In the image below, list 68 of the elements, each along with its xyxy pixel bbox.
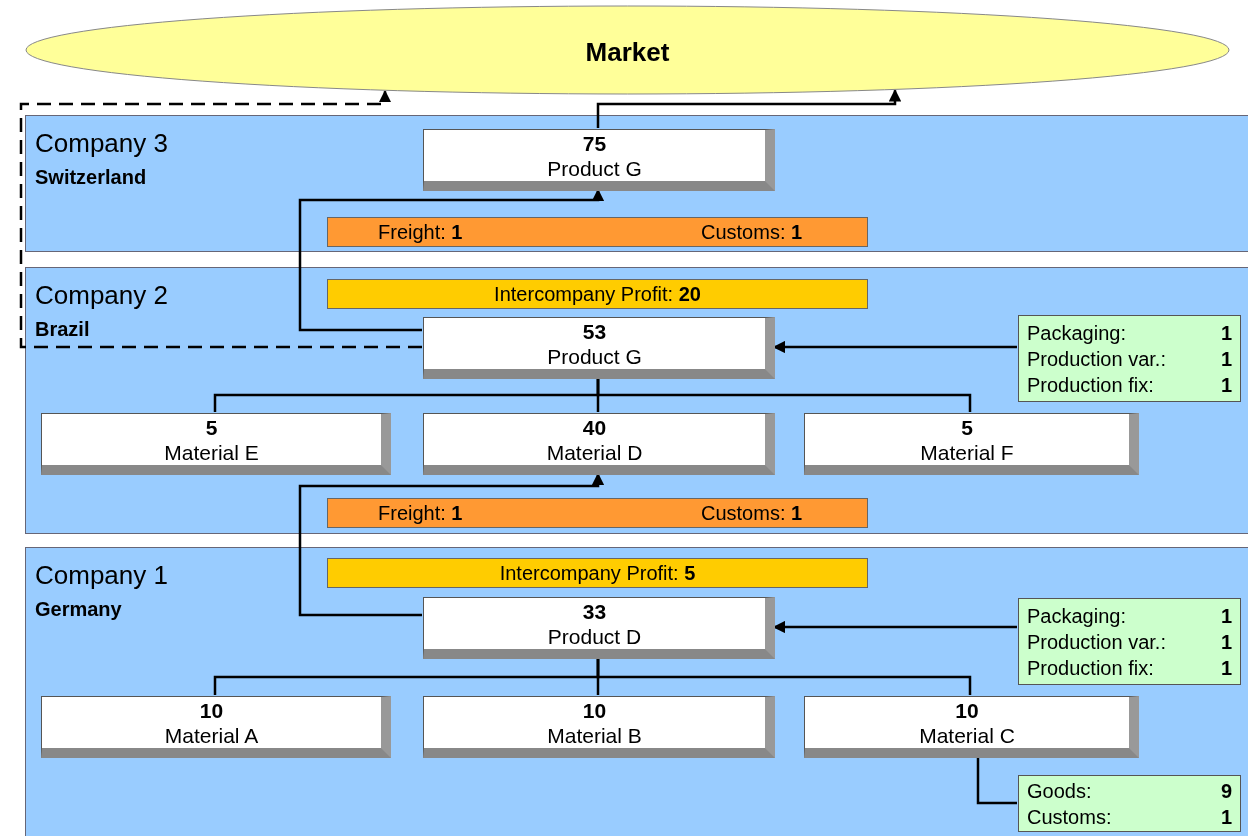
- quantity-value: 53: [582, 318, 607, 344]
- bar-text: Freight: 1: [378, 220, 464, 244]
- cost-box: [1018, 775, 1241, 832]
- company-name: Company 2: [35, 280, 168, 311]
- arrow: [596, 89, 902, 128]
- arrow: [772, 340, 1017, 354]
- arrow: [772, 620, 1017, 634]
- item-name: Material B: [547, 722, 642, 748]
- cost-line: Production var.: 1: [1027, 629, 1232, 655]
- quantity-value: 75: [582, 130, 607, 156]
- cost-line: Customs: 1: [1027, 804, 1232, 830]
- arrow: [298, 188, 605, 332]
- bar-text: Intercompany Profit: 5: [499, 561, 696, 585]
- country-name: Brazil: [35, 318, 90, 341]
- item-box: [423, 317, 775, 379]
- item-name: Material A: [164, 722, 259, 748]
- item-box: [423, 696, 775, 758]
- dashed-arrow: [19, 89, 422, 349]
- item-name: Product G: [547, 343, 642, 369]
- company-name: Company 3: [35, 128, 168, 159]
- country-name: Germany: [35, 598, 122, 621]
- freight-customs-bar: [327, 217, 868, 247]
- market-label: Market: [584, 37, 671, 68]
- connector-line: [976, 757, 1017, 805]
- arrow: [298, 472, 605, 617]
- bar-text: Freight: 1: [378, 501, 464, 525]
- company-name: Company 1: [35, 560, 168, 591]
- item-box: [804, 696, 1139, 758]
- item-name: Product D: [547, 623, 642, 649]
- item-name: Material E: [164, 439, 259, 465]
- item-box: [423, 597, 775, 659]
- company-band: [25, 267, 1248, 534]
- quantity-value: 5: [205, 414, 218, 440]
- quantity-value: 10: [955, 697, 979, 723]
- connector-line: [596, 658, 972, 695]
- item-box: [41, 696, 391, 758]
- item-box: [804, 413, 1139, 475]
- quantity-value: 10: [582, 697, 607, 723]
- profit-bar: [327, 279, 868, 309]
- item-box: [423, 413, 775, 475]
- quantity-value: 33: [582, 598, 607, 624]
- cost-box: [1018, 598, 1241, 685]
- item-name: Material D: [546, 439, 643, 465]
- cost-line: Production fix: 1: [1027, 372, 1232, 398]
- item-box: [41, 413, 391, 475]
- quantity-value: 10: [199, 697, 224, 723]
- cost-line: Goods: 9: [1027, 778, 1232, 804]
- company-band: [25, 547, 1248, 836]
- cost-line: Packaging: 1: [1027, 320, 1232, 346]
- bar-text: Customs: 1: [701, 220, 804, 244]
- cost-line: Production fix: 1: [1027, 655, 1232, 681]
- bar-text: Customs: 1: [701, 501, 804, 525]
- item-name: Material C: [919, 722, 1015, 748]
- cost-line: Packaging: 1: [1027, 603, 1232, 629]
- item-box: [423, 129, 775, 191]
- company-band: [25, 115, 1248, 252]
- quantity-value: 40: [582, 414, 607, 440]
- connector-line: [596, 378, 972, 412]
- bar-text: Intercompany Profit: 20: [494, 282, 701, 306]
- cost-line: Production var.: 1: [1027, 346, 1232, 372]
- market-ellipse: [25, 5, 1230, 95]
- quantity-value: 5: [961, 414, 973, 440]
- freight-customs-bar: [327, 498, 868, 528]
- profit-bar: [327, 558, 868, 588]
- country-name: Switzerland: [35, 166, 147, 189]
- cost-box: [1018, 315, 1241, 402]
- item-name: Material F: [920, 439, 1014, 465]
- item-name: Product G: [547, 155, 642, 181]
